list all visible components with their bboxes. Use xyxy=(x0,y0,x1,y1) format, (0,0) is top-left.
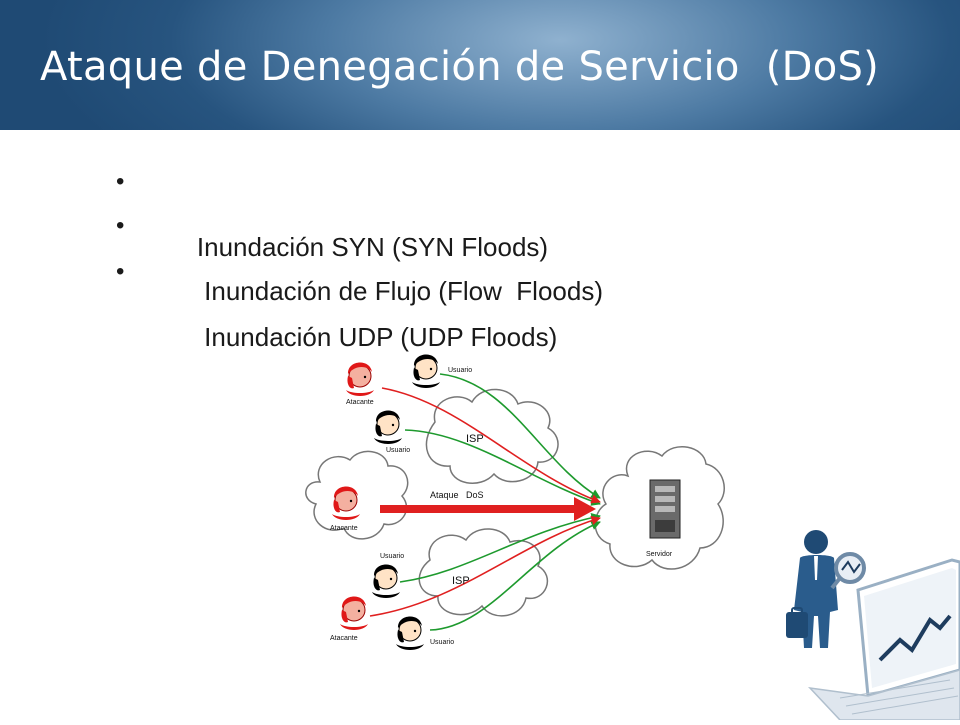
bullet-item: • Inundación de Flujo (Flow Floods) xyxy=(116,212,603,338)
isp-cloud-bottom xyxy=(418,528,549,617)
bullet-text: Inundación de Flujo (Flow Floods) xyxy=(196,276,603,306)
user-label: Usuario xyxy=(430,639,454,646)
laptop-icon xyxy=(808,558,960,721)
bullet-dot: • xyxy=(116,258,125,285)
dos-diagram: Atacante Usuario Usuario Atacante Usuari… xyxy=(290,352,730,664)
user-label: Usuario xyxy=(448,367,472,374)
bullet-dot: • xyxy=(116,168,125,195)
bullet-item: • Inundación UDP (UDP Floods) xyxy=(116,258,558,384)
attacker-icon xyxy=(345,361,375,397)
isp-label: ISP xyxy=(466,433,484,445)
user-icon xyxy=(395,615,425,651)
attacker-label: Atacante xyxy=(346,399,374,406)
businessman-icon xyxy=(786,530,866,648)
bullet-item: • Inundación SYN (SYN Floods) xyxy=(116,168,549,294)
dos-attack-label: Ataque DoS xyxy=(430,490,484,500)
user-label: Usuario xyxy=(386,447,410,454)
attacker-icon xyxy=(339,595,369,631)
attacker-cloud xyxy=(305,450,409,540)
businessman-laptop-illustration xyxy=(780,520,960,721)
user-icon xyxy=(371,563,401,599)
legit-flows xyxy=(399,373,601,631)
user-icon xyxy=(411,353,441,389)
attacker-label: Atacante xyxy=(330,635,358,642)
isp-cloud-top xyxy=(425,388,559,484)
slide-title: Ataque de Denegación de Servicio (DoS) xyxy=(40,44,880,90)
server-label: Servidor xyxy=(646,551,673,558)
bullet-dot: • xyxy=(116,212,125,239)
server-icon xyxy=(649,479,681,539)
bullet-text: Inundación UDP (UDP Floods) xyxy=(196,322,558,352)
dos-diagram-svg: Atacante Usuario Usuario Atacante Usuari… xyxy=(305,353,725,651)
attacker-label: Atacante xyxy=(330,525,358,532)
attack-flows xyxy=(369,387,601,617)
dos-main-arrow xyxy=(380,497,596,521)
user-icon xyxy=(373,409,403,445)
isp-label: ISP xyxy=(452,575,470,587)
bullet-text: Inundación SYN (SYN Floods) xyxy=(196,232,549,262)
title-banner: Ataque de Denegación de Servicio (DoS) xyxy=(0,0,960,130)
user-label: Usuario xyxy=(380,553,404,560)
